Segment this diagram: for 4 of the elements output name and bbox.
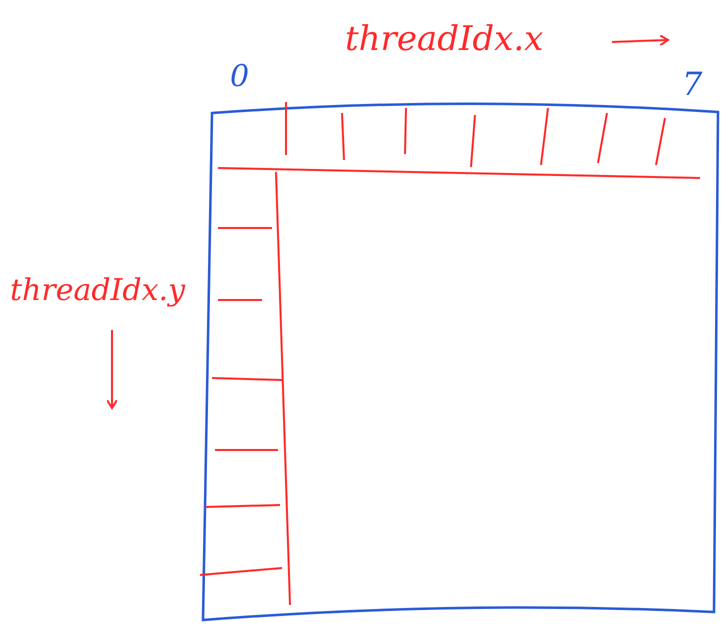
index-number: 0 <box>230 62 250 92</box>
axis-label: threadIdx.y <box>10 276 186 306</box>
index-number: 7 <box>682 68 702 100</box>
axis-label: threadIdx.x <box>345 22 544 56</box>
